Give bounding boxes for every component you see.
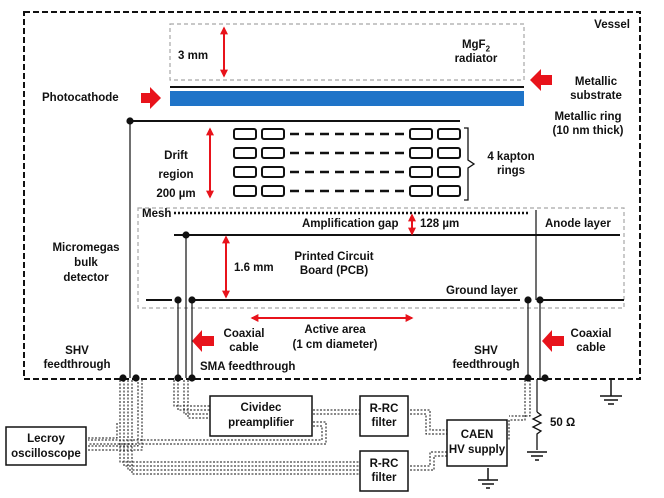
radiator-gap-label: 3 mm: [178, 50, 209, 62]
lecroy-oscilloscope-box: [5, 426, 87, 466]
anode-layer-label: Anode layer: [545, 218, 611, 230]
caen-hv-supply-box: [446, 419, 508, 467]
rrc-filter-top-box: [359, 395, 409, 437]
rrc-filter-bottom-box: [359, 450, 409, 492]
metallic-ring-label: Metallic ring(10 nm thick): [552, 111, 624, 137]
kapton-brace: [464, 127, 476, 201]
active-area-label: Active area(1 cm diameter): [292, 324, 378, 351]
resistor-ground-icon: [527, 451, 547, 461]
vessel-label: Vessel: [594, 19, 630, 31]
resistor-label: 50 Ω: [550, 417, 576, 429]
resistor-icon: [531, 411, 543, 450]
photocathode-arrow-icon: [141, 87, 161, 109]
ground-layer-label: Ground layer: [446, 285, 518, 297]
coax-left-arrow-icon: [192, 330, 214, 352]
caen-ground-icon: [478, 468, 498, 489]
kapton-rings: [233, 128, 461, 197]
pcb-thickness-label: 1.6 mm: [234, 262, 274, 274]
amplification-gap-label: Amplification gap: [302, 218, 399, 230]
coax-right-arrow-icon: [542, 330, 564, 352]
metallic-substrate: [170, 91, 524, 106]
micromegas-box: [137, 207, 625, 309]
vessel-ground-icon: [600, 379, 622, 405]
amp-gap-size-label: 128 µm: [420, 218, 460, 230]
substrate-arrow-icon: [530, 69, 552, 91]
mgf2-radiator-box: [169, 23, 525, 81]
photocathode-label: Photocathode: [42, 92, 119, 104]
sma-feedthrough-label: SMA feedthrough: [200, 361, 296, 373]
mesh-label: Mesh: [142, 208, 172, 220]
vessel-outline: [23, 11, 641, 380]
cividec-preamplifier-box: [209, 395, 313, 437]
coax-cables: [88, 380, 531, 475]
